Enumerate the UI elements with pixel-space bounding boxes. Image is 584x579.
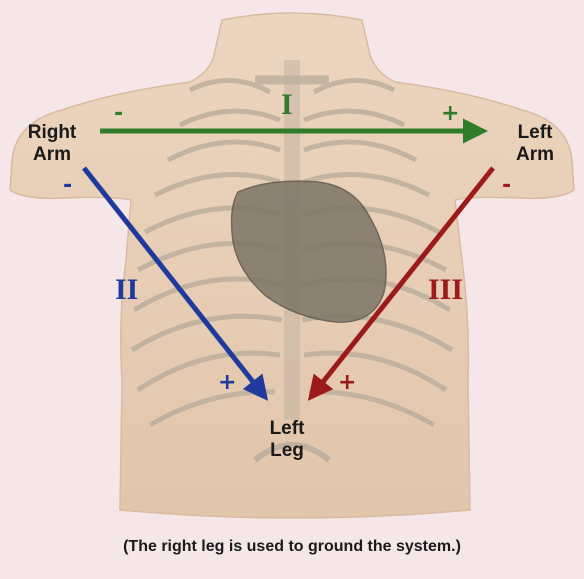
lead-ii-numeral: II: [115, 275, 138, 305]
lead-i-negative-sign: -: [114, 103, 123, 125]
right-arm-label-line2: Arm: [12, 144, 92, 166]
caption: (The right leg is used to ground the sys…: [0, 538, 584, 556]
lead-iii-positive-sign: +: [338, 372, 356, 394]
lead-iii-negative-sign: -: [502, 175, 511, 197]
lead-i-numeral: I: [281, 90, 293, 120]
right-arm-label-line1: Right: [12, 122, 92, 144]
lead-iii-numeral: III: [428, 275, 463, 305]
lead-ii-positive-sign: +: [218, 372, 236, 394]
left-arm-label-line2: Arm: [500, 144, 570, 166]
left-leg-label-line1: Left: [252, 418, 322, 440]
left-arm-label-line1: Left: [500, 122, 570, 144]
lead-ii-negative-sign: -: [63, 175, 72, 197]
left-arm-label: Left Arm: [500, 122, 570, 166]
right-arm-label: Right Arm: [12, 122, 92, 166]
left-leg-label: Left Leg: [252, 418, 322, 462]
left-leg-label-line2: Leg: [252, 440, 322, 462]
lead-i-positive-sign: +: [441, 103, 459, 125]
